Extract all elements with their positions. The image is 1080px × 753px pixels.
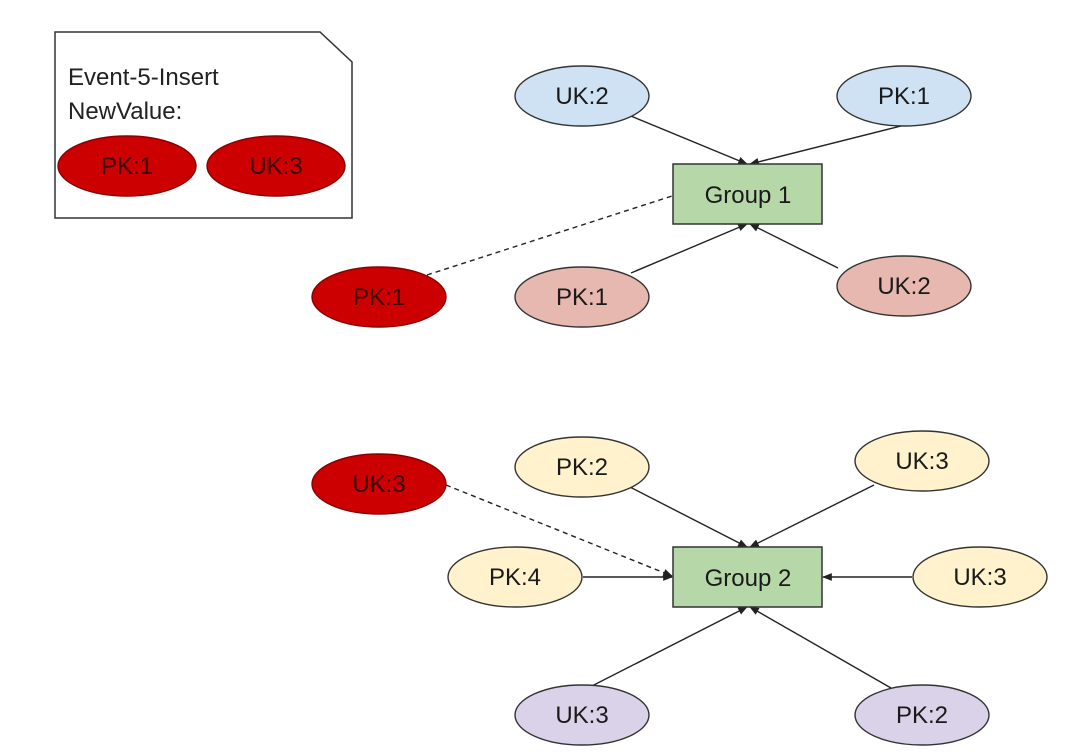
group2-edges [445,484,912,693]
group2-box [672,546,823,608]
event-note: Event-5-Insert NewValue: PK:1 UK:3 [54,31,353,219]
g2-bottom-right-label: PK:2 [896,702,948,729]
g1-top-right-label: PK:1 [878,83,930,110]
g1-top-left-node [514,65,650,127]
note-item-uk-label: UK:3 [249,153,302,180]
g1-top-left-label: UK:2 [555,83,608,110]
g2-left-node [447,546,583,608]
edge-g1-bottom-right [749,223,839,269]
g1-incoming-label: PK:1 [353,284,405,311]
group2-cluster: Group 2 PK:2 UK:3 PK:4 UK:3 UK:3 PK:2 UK… [311,430,1048,746]
edge-g2-bottom-right [749,606,899,693]
g2-left-label: PK:4 [489,564,541,591]
edge-g1-dashed [426,195,673,276]
g1-bottom-left-label: PK:1 [556,284,608,311]
g2-bottom-left-node [514,684,650,746]
g1-bottom-right-node [836,255,972,317]
g2-incoming-node [311,453,447,515]
g2-top-right-node [854,430,990,492]
edge-g1-top-left [625,113,748,165]
group2-label: Group 2 [705,565,792,592]
note-subtitle: NewValue: [68,98,182,125]
g2-top-left-node [514,436,650,498]
g1-incoming-node [311,266,447,328]
group1-cluster: Group 1 UK:2 PK:1 PK:1 UK:2 PK:1 [311,65,972,328]
edge-g2-top-left [625,484,748,548]
edge-g1-bottom-left [630,223,748,274]
group1-box [672,163,823,225]
g1-bottom-left-node [514,266,650,328]
g1-top-right-node [836,65,972,127]
g2-top-right-label: UK:3 [895,448,948,475]
g2-right-node [912,546,1048,608]
g2-top-left-label: PK:2 [556,454,608,481]
edge-g2-top-right [749,484,875,548]
g2-bottom-right-node [854,684,990,746]
g2-incoming-label: UK:3 [352,471,405,498]
g2-right-label: UK:3 [953,564,1006,591]
g2-bottom-left-label: UK:3 [555,702,608,729]
edge-g1-top-right [749,124,906,166]
note-title: Event-5-Insert [68,64,219,91]
edge-g2-bottom-left [583,606,748,691]
note-item-pk-label: PK:1 [101,153,153,180]
group1-edges [426,113,906,276]
g1-bottom-right-label: UK:2 [877,273,930,300]
group1-label: Group 1 [705,182,792,209]
edge-g2-dashed [445,484,673,577]
note-item-pk-node [57,135,197,197]
note-item-uk-node [206,135,346,197]
